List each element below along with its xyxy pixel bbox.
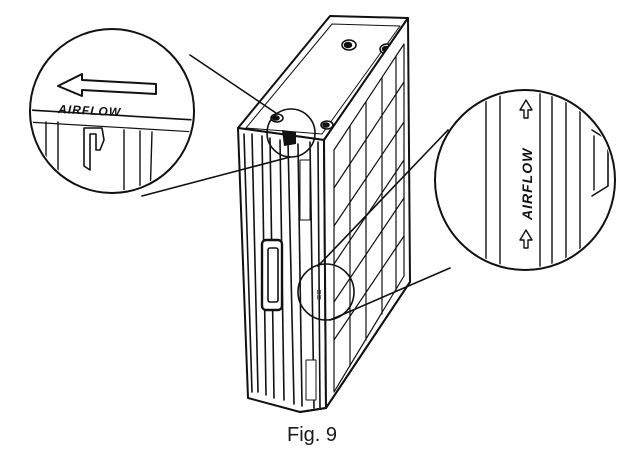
airflow-arrow-up-icon [519, 99, 533, 119]
airflow-arrow-left-icon [57, 73, 157, 97]
figure-caption: Fig. 9 [286, 424, 338, 446]
airflow-callout-left: AIRFLOW [29, 28, 195, 194]
svg-text:≡≡: ≡≡ [314, 289, 324, 300]
filter-cabinet [237, 15, 411, 413]
airflow-label-right: AIRFLOW [519, 147, 535, 221]
airflow-label-left: AIRFLOW [57, 102, 122, 119]
airflow-callout-right: AIRFLOW [434, 89, 616, 271]
airflow-arrow-up-icon-lower [519, 229, 533, 249]
detail-marker-top [266, 108, 316, 158]
callout-connectors [141, 54, 451, 321]
detail-marker-side [297, 263, 355, 321]
